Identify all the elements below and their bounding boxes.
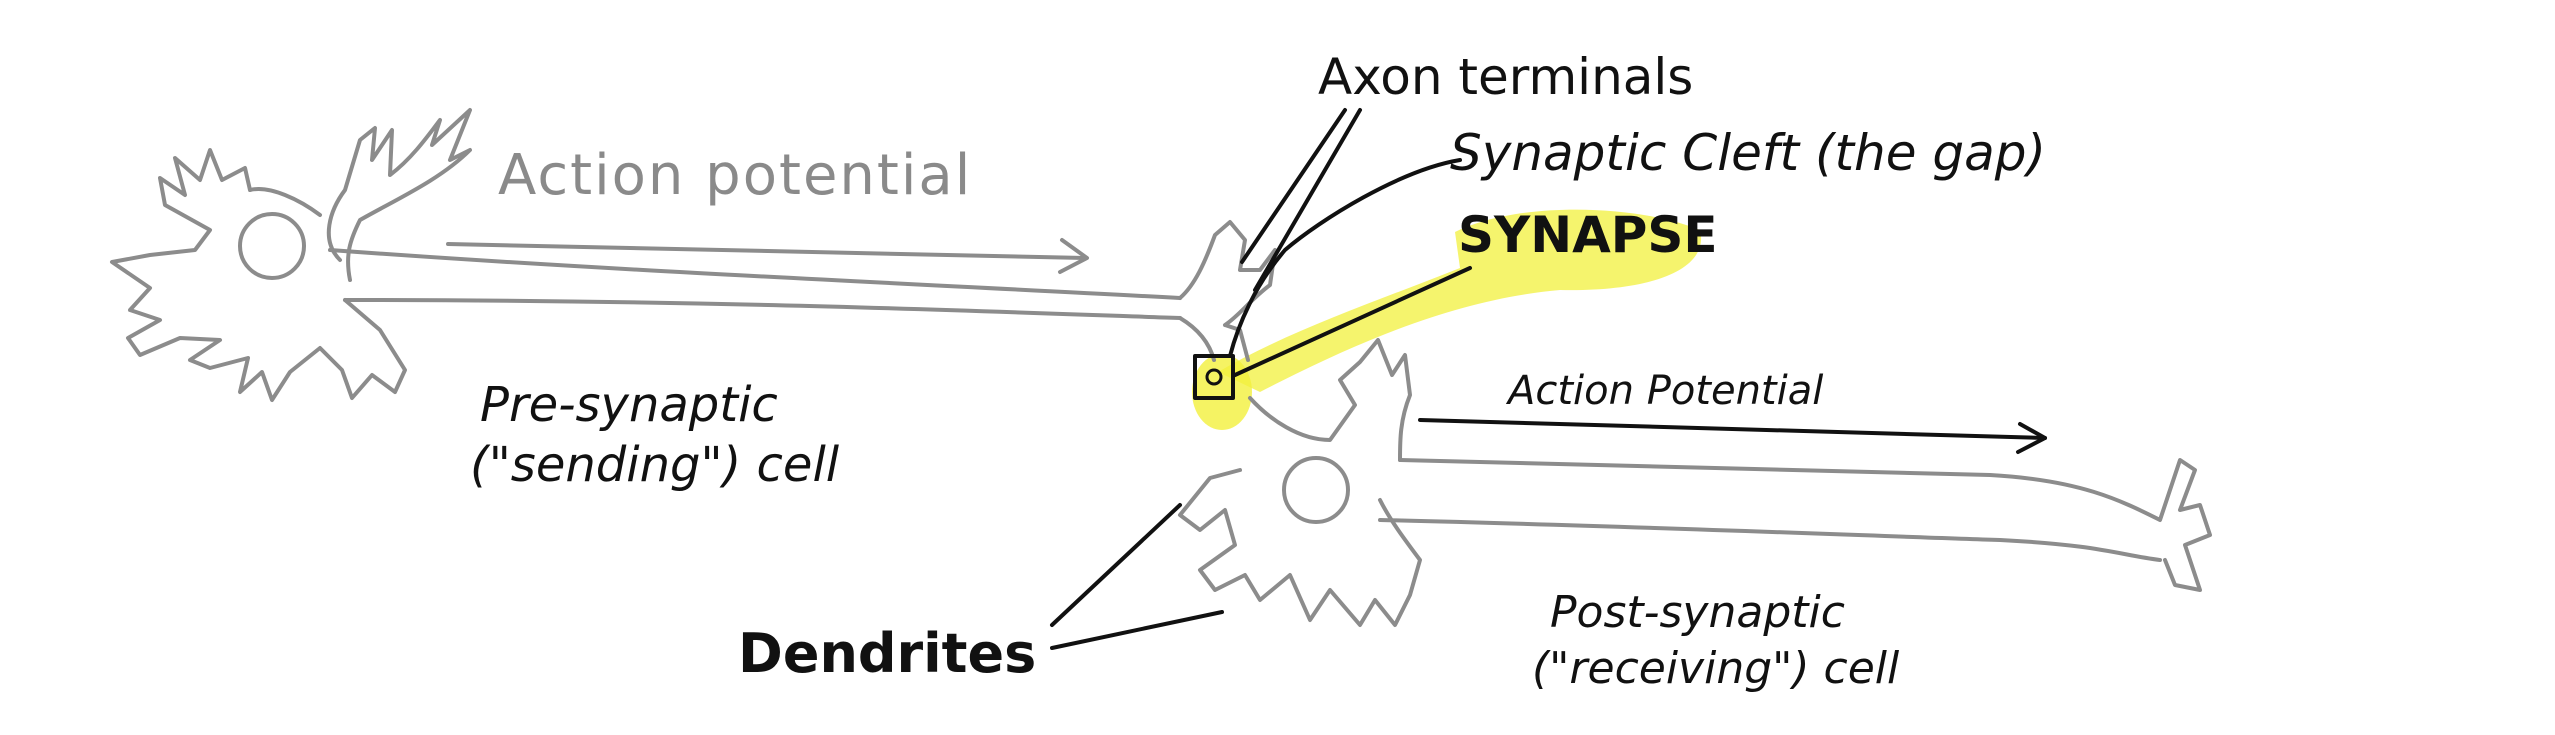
post-action-potential-arrowhead xyxy=(2016,422,2047,454)
axon-terminals-pointer-b xyxy=(1253,108,1362,292)
synapse-highlight-spot xyxy=(1192,354,1252,430)
pre-synaptic-axon xyxy=(328,248,1182,320)
pre-action-potential-arrow-line xyxy=(446,242,1087,260)
post-synaptic-soma xyxy=(1178,338,1422,627)
post-synaptic-cell-label: Post-synaptic ("receiving") cell xyxy=(1532,585,1899,697)
axon-terminals-label: Axon terminals xyxy=(1318,48,1694,106)
synapse-highlight xyxy=(1218,209,1702,392)
post-synaptic-axon xyxy=(1378,458,2212,592)
pre-synaptic-line2: ("sending") cell xyxy=(470,437,840,493)
pre-synaptic-cell-label: Pre-synaptic ("sending") cell xyxy=(470,375,839,495)
action-potential-pre-label: Action potential xyxy=(498,143,973,208)
post-synaptic-nucleus xyxy=(1282,456,1350,524)
synapse-label: SYNAPSE xyxy=(1458,206,1718,264)
action-potential-post-label: Action Potential xyxy=(1508,368,1824,414)
post-action-potential-arrow-line xyxy=(1418,418,2047,440)
pre-synaptic-line1: Pre-synaptic xyxy=(480,377,778,433)
pre-action-potential-arrowhead xyxy=(1058,238,1089,274)
synapse-box xyxy=(1193,354,1235,400)
dendrites-pointer-a xyxy=(1050,503,1182,627)
dendrites-pointer-b xyxy=(1050,610,1224,650)
synapse-box-inner xyxy=(1205,368,1223,386)
dendrites-label: Dendrites xyxy=(738,622,1037,685)
synaptic-cleft-label: Synaptic Cleft (the gap) xyxy=(1450,124,2047,182)
pre-synaptic-soma xyxy=(110,108,472,402)
synaptic-cleft-pointer xyxy=(1228,158,1462,358)
post-synaptic-line1: Post-synaptic xyxy=(1550,587,1845,638)
axon-terminals-pointer-a xyxy=(1240,108,1347,264)
axon-terminal-branches xyxy=(1178,220,1277,362)
synapse-pointer xyxy=(1233,266,1472,377)
pre-synaptic-nucleus xyxy=(238,212,306,280)
post-synaptic-line2: ("receiving") cell xyxy=(1532,643,1900,694)
